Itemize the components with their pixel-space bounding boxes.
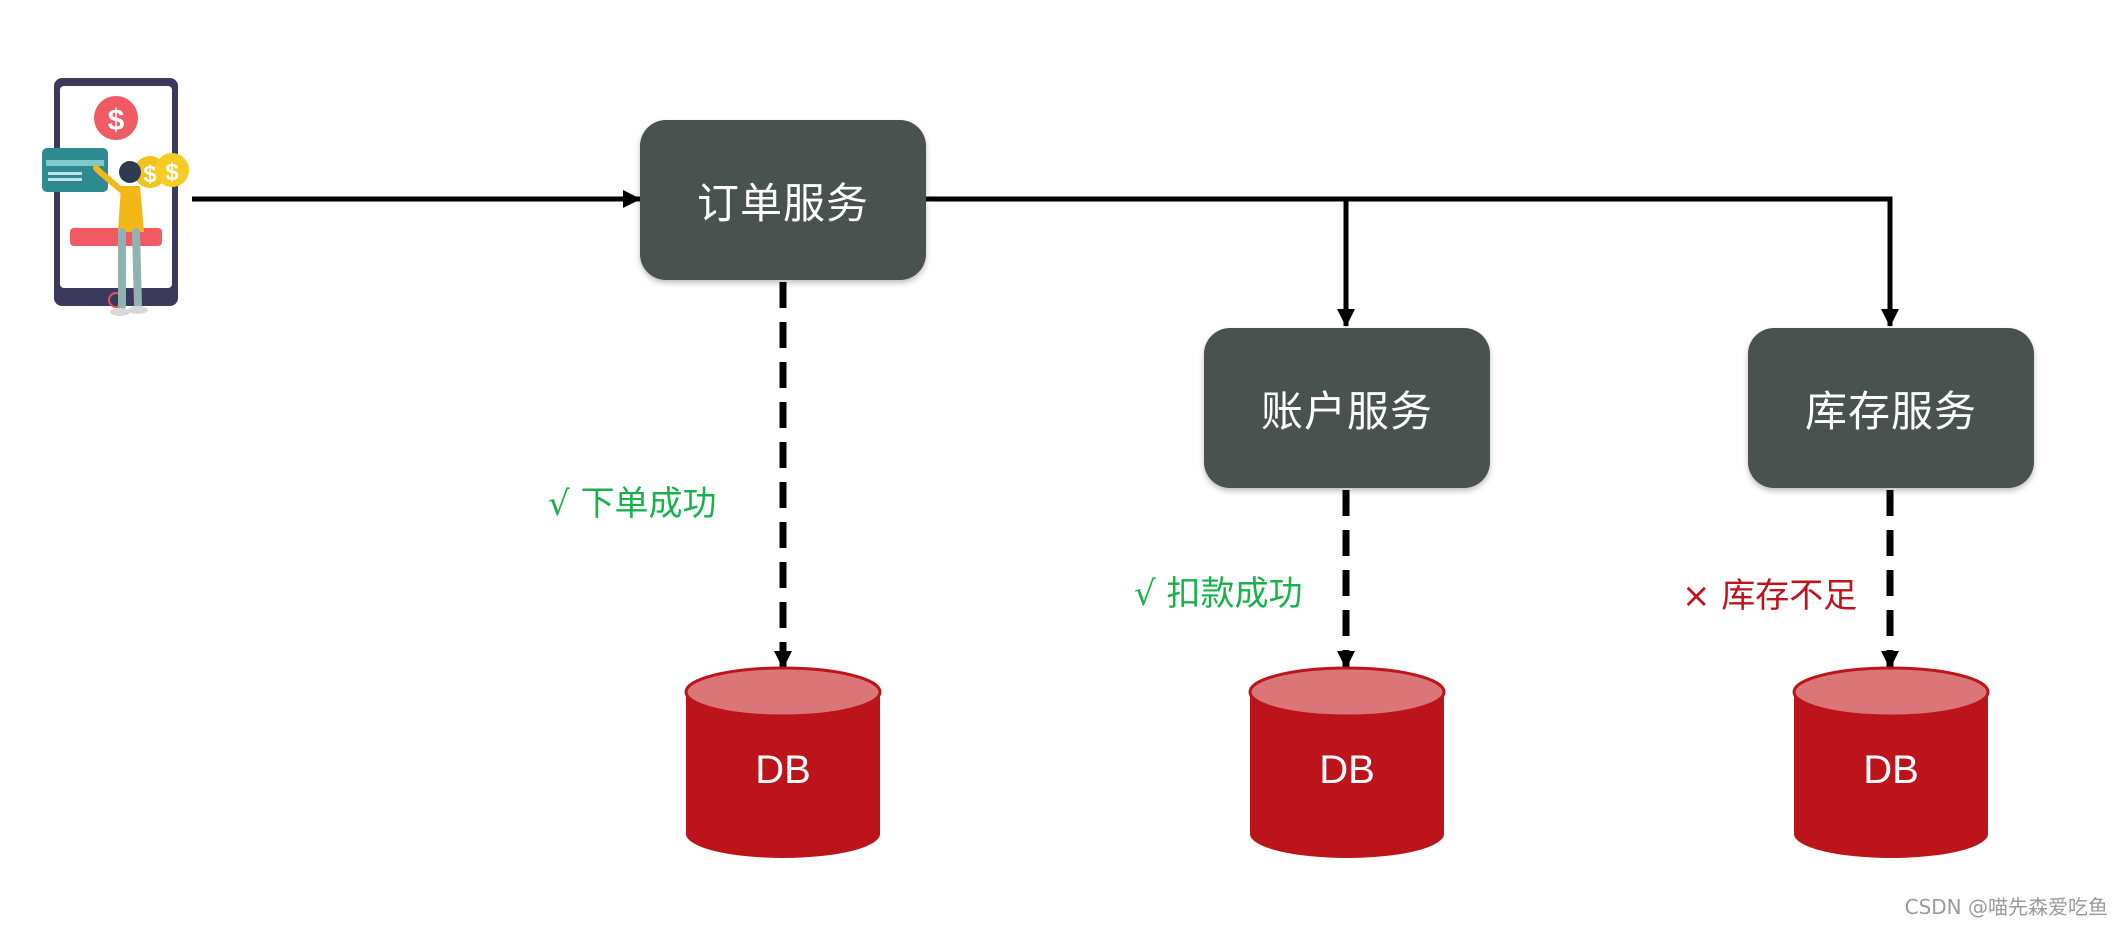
arrow-order-to-inventory — [1346, 196, 1899, 327]
account-db-label: DB — [1319, 748, 1375, 792]
inventory-database-icon — [1792, 666, 1990, 858]
order-db-label: DB — [755, 748, 811, 792]
inventory-db-label: DB — [1863, 748, 1919, 792]
account-service-label: 账户服务 — [1260, 386, 1433, 436]
svg-text:$: $ — [143, 161, 157, 188]
svg-text:$: $ — [165, 159, 179, 186]
account-status-label: √ 扣款成功 — [1134, 574, 1303, 614]
inventory-service-box[interactable]: 库存服务 — [1748, 328, 2034, 488]
order-service-box[interactable]: 订单服务 — [640, 120, 926, 280]
watermark: CSDN @喵先森爱吃鱼 — [1904, 895, 2108, 919]
inventory-service-label: 库存服务 — [1804, 386, 1977, 436]
arrow-order-to-account — [926, 196, 1355, 327]
inventory-status-label: × 库存不足 — [1682, 576, 1858, 616]
order-service-label: 订单服务 — [696, 178, 869, 228]
account-service-box[interactable]: 账户服务 — [1204, 328, 1490, 488]
mobile-payment-user-icon: $ $ $ — [42, 78, 189, 316]
order-database-icon — [684, 666, 882, 858]
account-database-icon — [1248, 666, 1446, 858]
svg-text:$: $ — [108, 104, 125, 137]
order-status-label: √ 下单成功 — [548, 484, 717, 524]
